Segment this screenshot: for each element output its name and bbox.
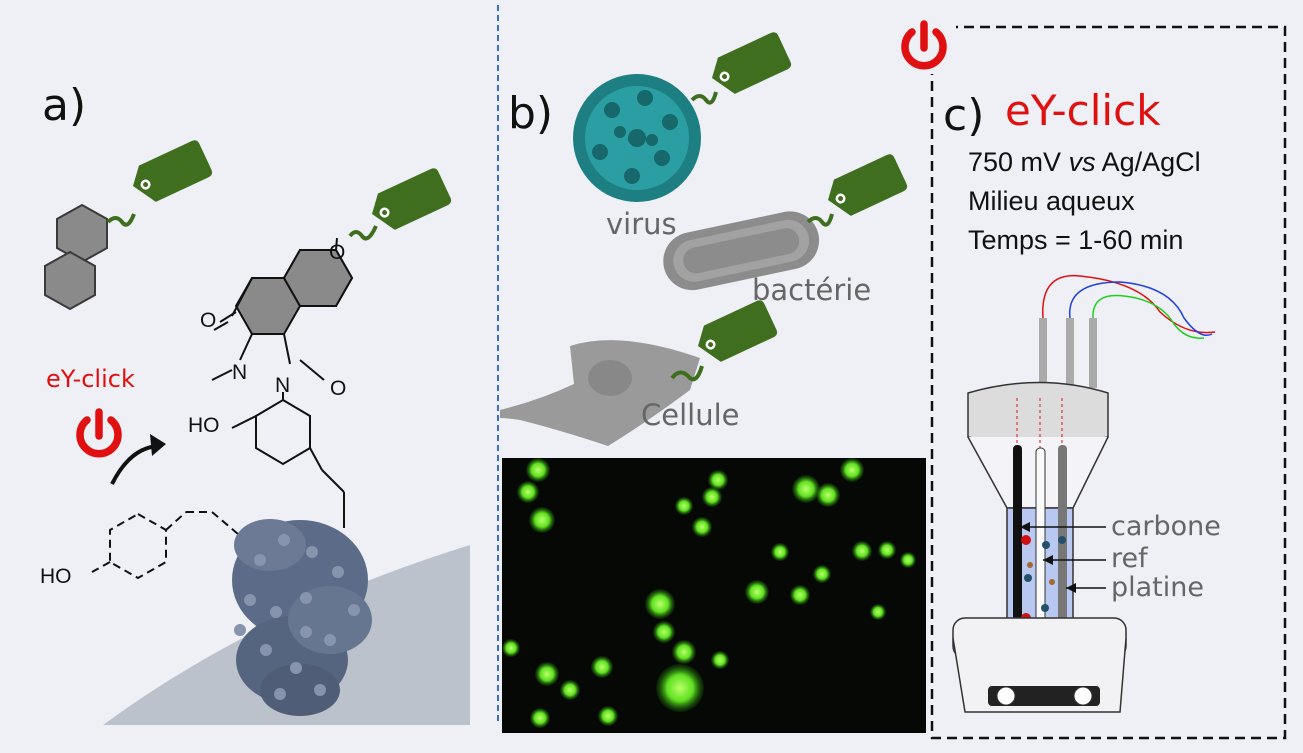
virus-icon <box>573 74 701 202</box>
condition-potential: 750 mV vs Ag/AgCl <box>968 147 1201 177</box>
condition-medium: Milieu aqueux <box>968 186 1135 216</box>
panel-c-label: c) <box>943 90 985 141</box>
linker <box>670 365 704 382</box>
reference-electrode <box>1035 447 1046 627</box>
stir-plate <box>952 617 1127 713</box>
linker <box>806 213 834 227</box>
atom-o-right: O <box>330 377 347 400</box>
electrode-carbon-label: carbone <box>1111 511 1221 542</box>
tag-icon <box>365 166 453 236</box>
panel-a-label: a) <box>42 80 87 131</box>
panel-c <box>890 16 1287 740</box>
tag-icon <box>126 138 214 208</box>
atom-o-top: O <box>329 241 346 264</box>
electrode-platinum-label: platine <box>1111 572 1204 603</box>
atom-n-left: N <box>232 361 248 384</box>
bacterium-icon <box>663 211 820 291</box>
virus-label: virus <box>606 207 677 241</box>
cell-nucleus <box>588 360 632 396</box>
tyrosine-structure <box>91 511 239 580</box>
linker <box>348 225 378 241</box>
atom-n-right: N <box>275 374 291 397</box>
atom-o-left: O <box>200 309 217 332</box>
tag-icon <box>691 298 779 368</box>
tag-icon <box>821 152 909 222</box>
reaction-label: eY-click <box>46 365 135 393</box>
atom-ho-top: HO <box>188 414 220 437</box>
wire-green <box>1092 294 1205 339</box>
molecule-structure <box>211 237 354 528</box>
atom-ho-bottom: HO <box>40 565 72 588</box>
tag-icon <box>705 30 793 100</box>
linker <box>106 213 136 227</box>
fluorescence-micrograph <box>502 458 926 733</box>
wire-blue <box>1069 281 1213 336</box>
fused-hexagons <box>44 203 108 311</box>
protein-blob <box>232 519 372 716</box>
carbon-electrode <box>1013 445 1022 630</box>
condition-time: Temps = 1-60 min <box>968 225 1184 255</box>
bacteria-label: bactérie <box>752 273 872 307</box>
panel-c-title: eY-click <box>1005 86 1161 135</box>
cell-cap <box>967 381 1109 446</box>
wire-red <box>1042 274 1216 334</box>
linker <box>690 91 718 105</box>
cell-label: Cellule <box>641 398 740 432</box>
panel-a <box>44 138 470 725</box>
arrow-head <box>150 434 166 456</box>
power-icon <box>80 412 118 454</box>
electrode-ref-label: ref <box>1111 543 1148 574</box>
panel-b-label: b) <box>508 88 554 139</box>
reaction-arrow <box>110 444 159 485</box>
panel-c-border <box>930 25 1287 740</box>
panel-b <box>500 30 926 733</box>
